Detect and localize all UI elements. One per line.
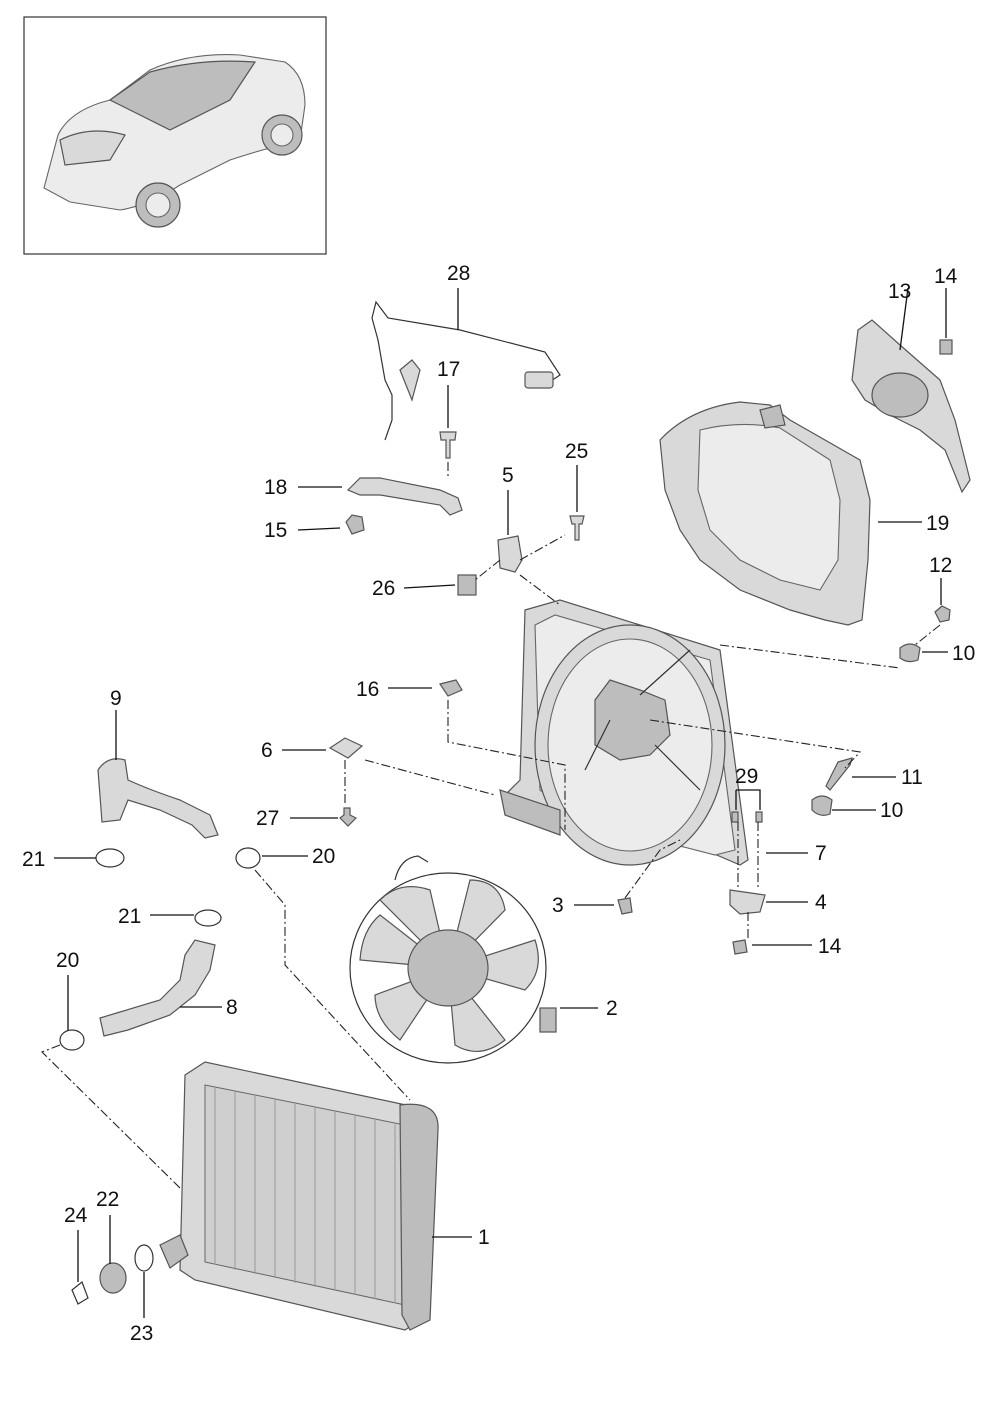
label-27: 27	[256, 807, 279, 830]
clip-14-top	[939, 339, 953, 355]
ring-21-mid	[194, 909, 222, 927]
label-3: 3	[552, 894, 564, 917]
clip-26	[457, 574, 477, 596]
label-28: 28	[447, 262, 470, 285]
assembly-lines	[41, 462, 941, 1189]
leader-lines	[54, 287, 948, 1318]
screw-27	[339, 807, 358, 827]
label-7: 7	[815, 842, 827, 865]
label-15: 15	[264, 519, 287, 542]
label-2: 2	[606, 997, 618, 1020]
label-1: 1	[478, 1226, 490, 1249]
bolts-29	[731, 811, 763, 823]
label-12: 12	[929, 554, 952, 577]
callout-labels: 28 17 18 15 5 25 26 13 14 19 12 10 16 9 …	[22, 262, 975, 1345]
clamp-20-lower	[59, 1029, 85, 1051]
label-25: 25	[565, 440, 588, 463]
label-4: 4	[815, 891, 827, 914]
fan-frame-7	[499, 599, 749, 866]
bracket-5	[497, 535, 523, 573]
screw-17	[439, 431, 457, 459]
plug-16	[439, 679, 463, 697]
clip-14-bottom	[732, 939, 748, 955]
label-10-top: 10	[952, 642, 975, 665]
label-19: 19	[926, 512, 949, 535]
label-22: 22	[96, 1188, 119, 1211]
label-21-mid: 21	[118, 905, 141, 928]
label-14-top: 14	[934, 265, 958, 288]
ring-21-left	[95, 848, 125, 868]
clamp-20-upper	[235, 847, 261, 869]
ring-23	[134, 1244, 154, 1272]
label-29: 29	[735, 765, 758, 788]
label-13: 13	[888, 280, 911, 303]
car-thumbnail	[23, 16, 327, 255]
label-20-upper: 20	[312, 845, 335, 868]
pipe-28	[371, 300, 561, 441]
bracket-18	[346, 477, 463, 516]
grommet-10-top	[899, 643, 921, 663]
label-9: 9	[110, 687, 122, 710]
cap-22	[99, 1262, 127, 1294]
label-5: 5	[502, 464, 514, 487]
hose-9	[97, 758, 219, 839]
bracket-4	[729, 889, 766, 915]
nut-15	[345, 514, 365, 535]
label-14-bottom: 14	[818, 935, 842, 958]
label-24: 24	[64, 1204, 88, 1227]
clip-3	[617, 897, 633, 915]
label-10-bottom: 10	[880, 799, 903, 822]
label-17: 17	[437, 358, 460, 381]
pad-6	[328, 737, 364, 759]
bolt-25	[569, 515, 585, 541]
label-11: 11	[901, 766, 923, 789]
stud-11	[825, 757, 853, 791]
label-8: 8	[226, 996, 238, 1019]
fan-2	[349, 855, 557, 1064]
label-26: 26	[372, 577, 395, 600]
label-23: 23	[130, 1322, 153, 1345]
nut-12	[934, 605, 951, 623]
label-21-left: 21	[22, 848, 45, 871]
label-20-lower: 20	[56, 949, 79, 972]
clip-24	[71, 1281, 89, 1305]
grommet-10-bottom	[811, 795, 833, 816]
hose-8	[99, 939, 216, 1037]
label-18: 18	[264, 476, 287, 499]
label-6: 6	[261, 739, 273, 762]
radiator-1	[159, 1061, 439, 1331]
label-16: 16	[356, 678, 379, 701]
